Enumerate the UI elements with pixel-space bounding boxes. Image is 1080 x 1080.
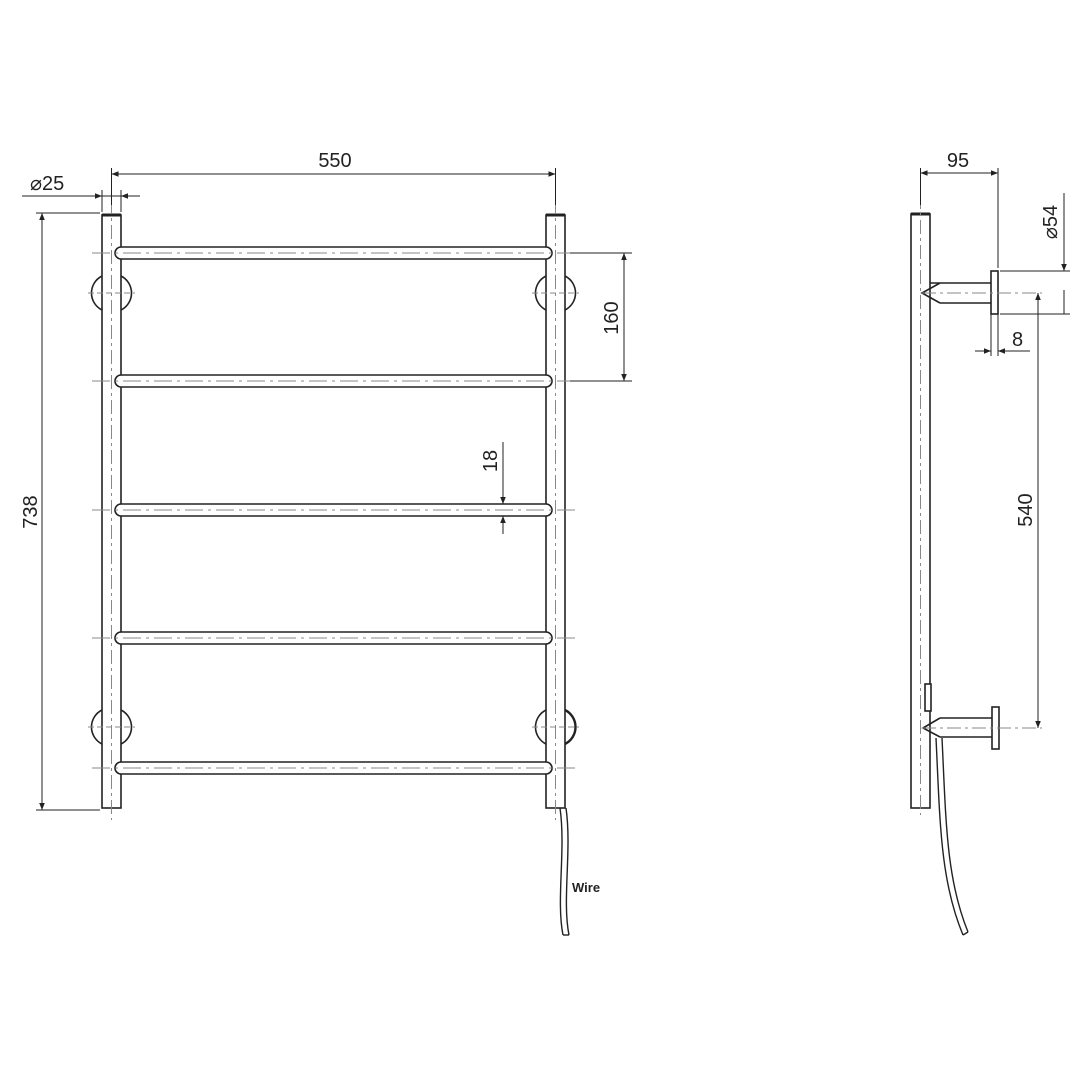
dim-8-label: 8	[1012, 329, 1023, 351]
side-wire	[935, 737, 969, 936]
dim-95-label: 95	[947, 150, 969, 172]
rails	[92, 246, 575, 775]
dim-550	[111, 168, 556, 205]
dim-160-label: 160	[601, 301, 623, 334]
rail	[92, 503, 575, 517]
dim-738-label: 738	[20, 495, 42, 528]
dim-dia-54-label: ⌀54	[1040, 205, 1062, 239]
dim-160	[570, 252, 632, 382]
dim-dia-25	[22, 190, 140, 212]
front-view	[22, 168, 632, 936]
wall-mounts	[88, 275, 579, 746]
side-upright	[910, 170, 931, 815]
bottom-bracket	[921, 683, 1042, 750]
wire-label: Wire	[572, 880, 600, 895]
dim-95	[920, 168, 999, 268]
rail	[92, 631, 575, 645]
side-view	[910, 168, 1070, 936]
wire	[559, 807, 570, 936]
dim-550-label: 550	[318, 150, 351, 172]
rail	[92, 374, 575, 388]
dim-18-label: 18	[480, 450, 502, 472]
rail	[92, 246, 575, 260]
top-bracket	[920, 270, 1042, 315]
dim-738	[36, 212, 100, 811]
dim-dia-54	[1000, 193, 1070, 315]
dim-dia-25-label: ⌀25	[30, 173, 64, 195]
rail	[92, 761, 575, 775]
dim-8	[975, 314, 1030, 356]
dim-540-label: 540	[1015, 493, 1037, 526]
